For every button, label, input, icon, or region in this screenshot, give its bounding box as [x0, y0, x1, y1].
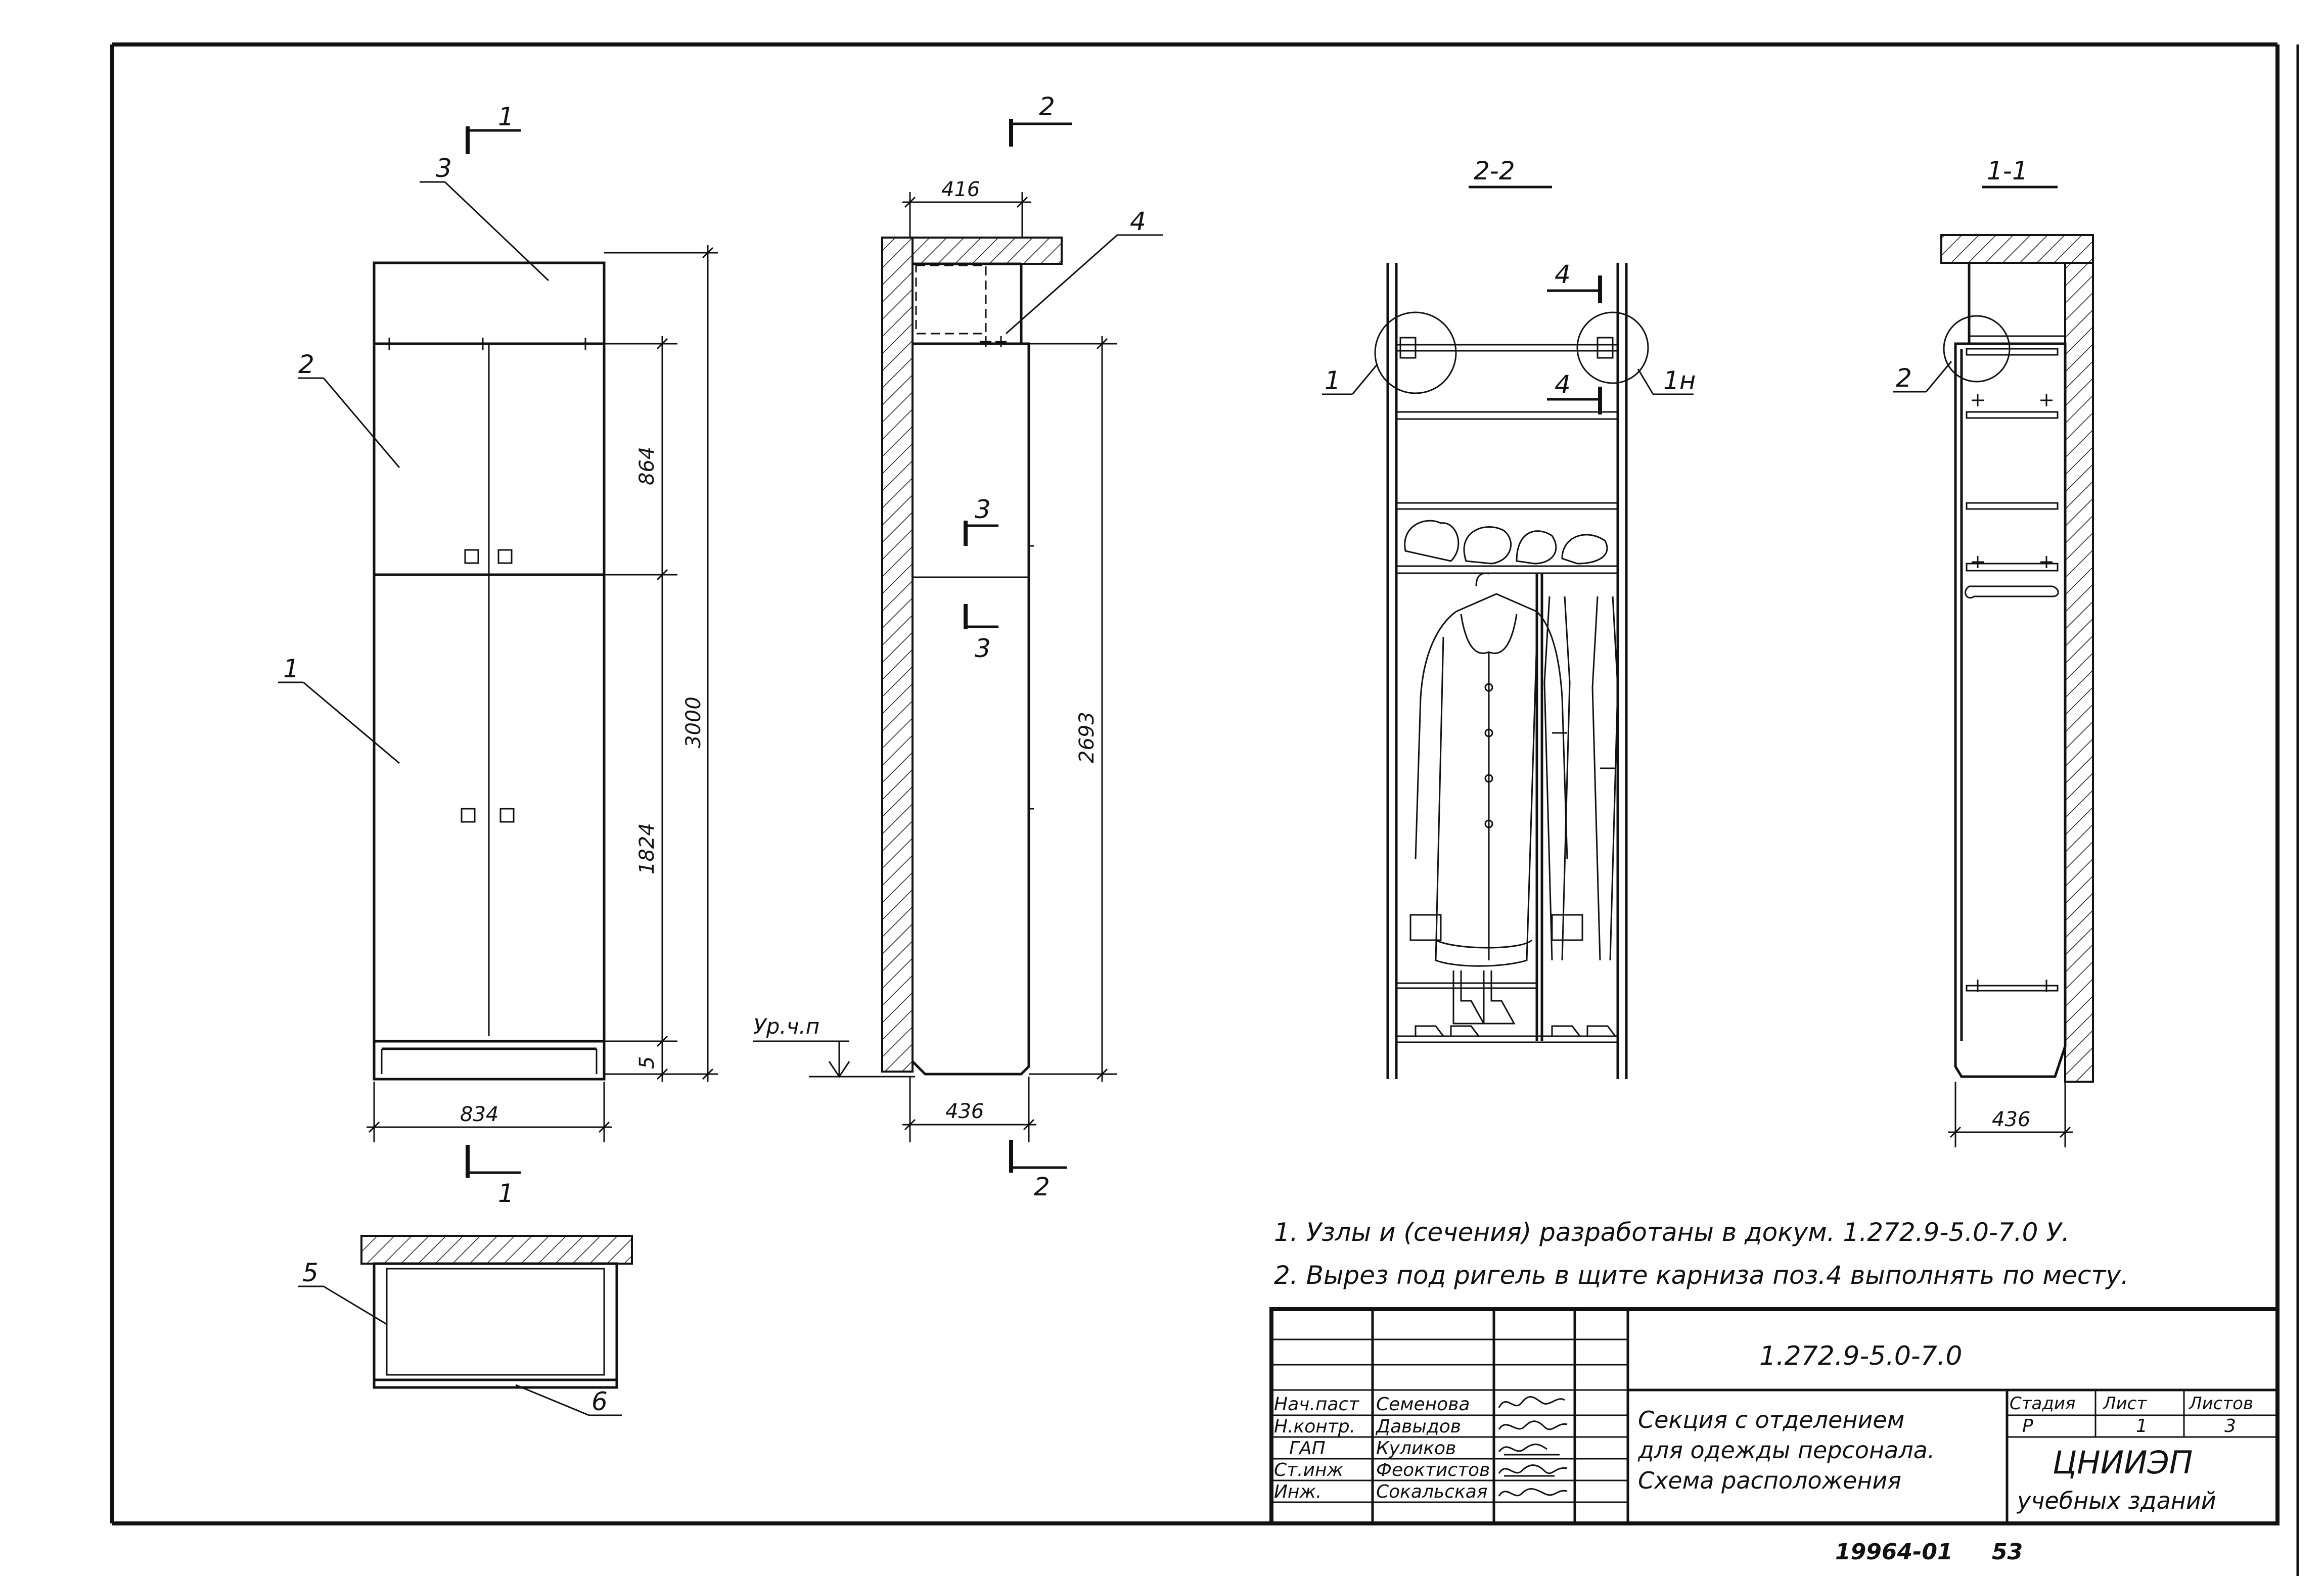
front-pos-1: 1 — [283, 654, 299, 683]
side-pos-4: 4 — [1130, 207, 1146, 236]
stage-value: Р — [2022, 1416, 2033, 1436]
svg-text:Нач.паст: Нач.паст — [1274, 1394, 1359, 1415]
svg-text:Ст.инж: Ст.инж — [1274, 1460, 1343, 1480]
callout-node-2: 2 — [1896, 363, 1912, 393]
section-1-1-shelves — [1965, 348, 2059, 992]
front-pos-3: 3 — [436, 154, 452, 183]
cut-mark-4-top: 4 — [1547, 260, 1602, 303]
cut-mark-1-bottom: 1 — [466, 1145, 521, 1208]
coat-on-hanger — [1409, 572, 1583, 967]
cut-mark-4-bottom: 4 — [1547, 370, 1602, 414]
svg-text:Семенова: Семенова — [1376, 1394, 1470, 1415]
sheet-header: Лист — [2102, 1394, 2147, 1414]
svg-text:ГАП: ГАП — [1289, 1438, 1326, 1459]
section-2-2: 2-2 — [1322, 156, 1696, 1079]
dim-upper-door: 864 — [635, 447, 659, 485]
dim-side-depth: 436 — [945, 1100, 984, 1123]
dim-side-height: 2693 — [1075, 712, 1099, 763]
svg-text:Давыдов: Давыдов — [1375, 1416, 1461, 1437]
section-1-1: 1-1 2 436 — [1893, 156, 2094, 1147]
cut-mark-2-top: 2 — [1009, 92, 1072, 147]
dim-top-depth: 416 — [941, 178, 980, 201]
front-dimensions: 834 864 1824 5 3000 — [367, 245, 718, 1142]
title-line-2: для одежды персонала. — [1637, 1436, 1935, 1464]
dim-width-front: 834 — [460, 1103, 498, 1126]
sheets-header: Листов — [2188, 1394, 2253, 1414]
note-2: 2. Вырез под ригель в щите карниза поз.4… — [1274, 1261, 2129, 1290]
signature-table: Нач.паст Семенова Н.контр. Давыдов ГАП К… — [1274, 1394, 1568, 1502]
dim-lower-door: 1824 — [635, 823, 659, 874]
plan-pos-5: 5 — [302, 1258, 318, 1287]
note-1: 1. Узлы и (сечения) разработаны в докум.… — [1274, 1218, 2070, 1247]
front-leaders — [278, 181, 550, 764]
callout-node-1: 1 — [1325, 366, 1341, 395]
svg-text:Инж.: Инж. — [1274, 1481, 1322, 1502]
side-dimensions: 416 436 2693 — [902, 178, 1117, 1142]
sheet-frame — [110, 42, 2299, 1576]
svg-text:1: 1 — [498, 1179, 514, 1208]
dim-section-depth: 436 — [1992, 1108, 2030, 1131]
title-block: 1.272.9-5.0-7.0 Нач.паст Семенова Н.конт… — [1269, 1307, 2280, 1525]
svg-text:2: 2 — [1039, 92, 1055, 121]
front-view: 3 2 1 1 1 834 — [278, 102, 718, 1208]
plan-view: 5 6 — [298, 1235, 633, 1416]
svg-text:3: 3 — [975, 495, 991, 524]
svg-text:Феоктистов: Феоктистов — [1376, 1460, 1490, 1480]
page-number: 53 — [1992, 1539, 2023, 1565]
callout-node-1n: 1н — [1663, 366, 1696, 395]
cut-mark-3-top: 3 — [964, 495, 998, 546]
dim-total-height: 3000 — [682, 697, 705, 748]
front-pos-2: 2 — [298, 350, 314, 379]
svg-text:2: 2 — [1034, 1172, 1050, 1201]
floor-level-mark: Ур.ч.п — [753, 1014, 915, 1078]
org-subname: учебных зданий — [2016, 1487, 2216, 1514]
cut-mark-1-top: 1 — [466, 102, 521, 154]
svg-text:3: 3 — [975, 634, 991, 663]
dim-plinth: 5 — [635, 1056, 659, 1069]
sheets-value: 3 — [2224, 1416, 2236, 1436]
fastener-marks — [383, 338, 591, 350]
plan-leaders — [298, 1285, 622, 1416]
org-name: ЦНИИЭП — [2053, 1444, 2193, 1481]
svg-text:Н.контр.: Н.контр. — [1274, 1416, 1355, 1437]
hats-on-shelf — [1404, 520, 1608, 565]
boots-and-shoes — [1415, 970, 1617, 1037]
svg-text:4: 4 — [1555, 370, 1571, 399]
hanging-garments — [1543, 596, 1619, 961]
archive-number: 19964-01 — [1835, 1539, 1953, 1565]
plan-pos-6: 6 — [591, 1387, 608, 1416]
section-2-2-title: 2-2 — [1474, 156, 1515, 186]
sheet-value: 1 — [2136, 1416, 2148, 1436]
door-handles — [461, 549, 515, 823]
section-1-1-dimensions: 436 — [1948, 1082, 2073, 1147]
svg-text:4: 4 — [1555, 260, 1571, 289]
notes: 1. Узлы и (сечения) разработаны в докум.… — [1274, 1218, 2129, 1290]
section-1-1-title: 1-1 — [1987, 156, 2028, 186]
svg-text:Куликов: Куликов — [1376, 1438, 1456, 1459]
svg-text:1: 1 — [498, 102, 514, 131]
cut-mark-3-bottom: 3 — [964, 604, 998, 663]
cut-mark-2-bottom: 2 — [1009, 1140, 1067, 1201]
title-line-1: Секция с отделением — [1638, 1406, 1904, 1433]
side-view: 4 3 3 2 2 Ур.ч.п — [753, 92, 1163, 1201]
drawing-code: 1.272.9-5.0-7.0 — [1759, 1341, 1962, 1371]
stage-header: Стадия — [2010, 1394, 2075, 1414]
svg-text:Сокальская: Сокальская — [1376, 1481, 1487, 1502]
title-line-3: Схема расположения — [1638, 1467, 1901, 1494]
floor-level-label: Ур.ч.п — [753, 1014, 819, 1039]
